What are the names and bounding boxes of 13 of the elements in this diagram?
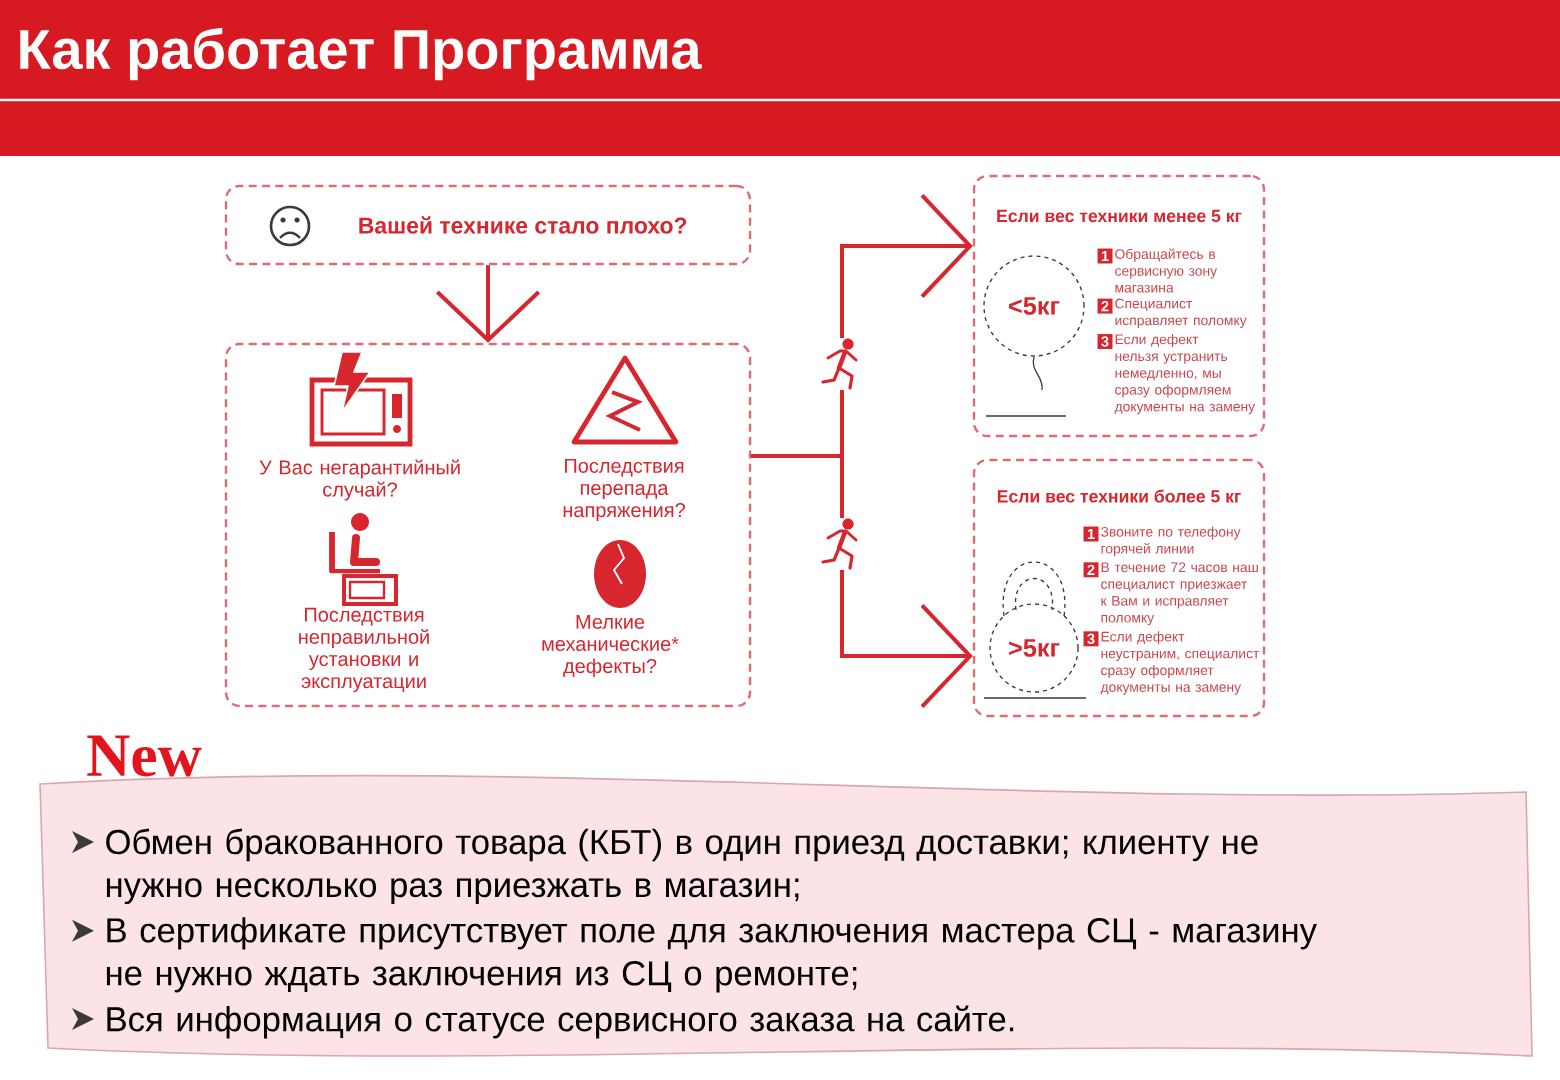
caption-text: У Вас негарантийный случай? [259,459,460,501]
heading-text: New [87,735,202,777]
bullet-text: Вся информация о статусе сервисного заказа на сайте. [107,1005,1014,1039]
heading-text: Если вес техники более 5 кг [997,489,1241,503]
caption-text: Мелкие механические* дефекты? [542,614,679,678]
title: Как работает Программа [20,27,702,81]
arrow [751,454,973,709]
bullet-text: Обмен бракованного товара (КБТ) в один приезд доставки; клиенту не нужно несколько раз приезжать в магазин; [106,828,1258,905]
question-box: Вашей технике стало плохо? [224,184,752,266]
caption-text: Последствия перепада напряжения? [563,458,685,522]
caption-text: Последствия неправильной установки и эксплуатации [299,607,429,693]
heading-text: Если вес техники менее 5 кг [997,209,1242,223]
bullet-text: В сертификате присутствует поле для заключения мастера СЦ - магазину не нужно ждать заключения из СЦ о ремонте; [106,917,1317,993]
